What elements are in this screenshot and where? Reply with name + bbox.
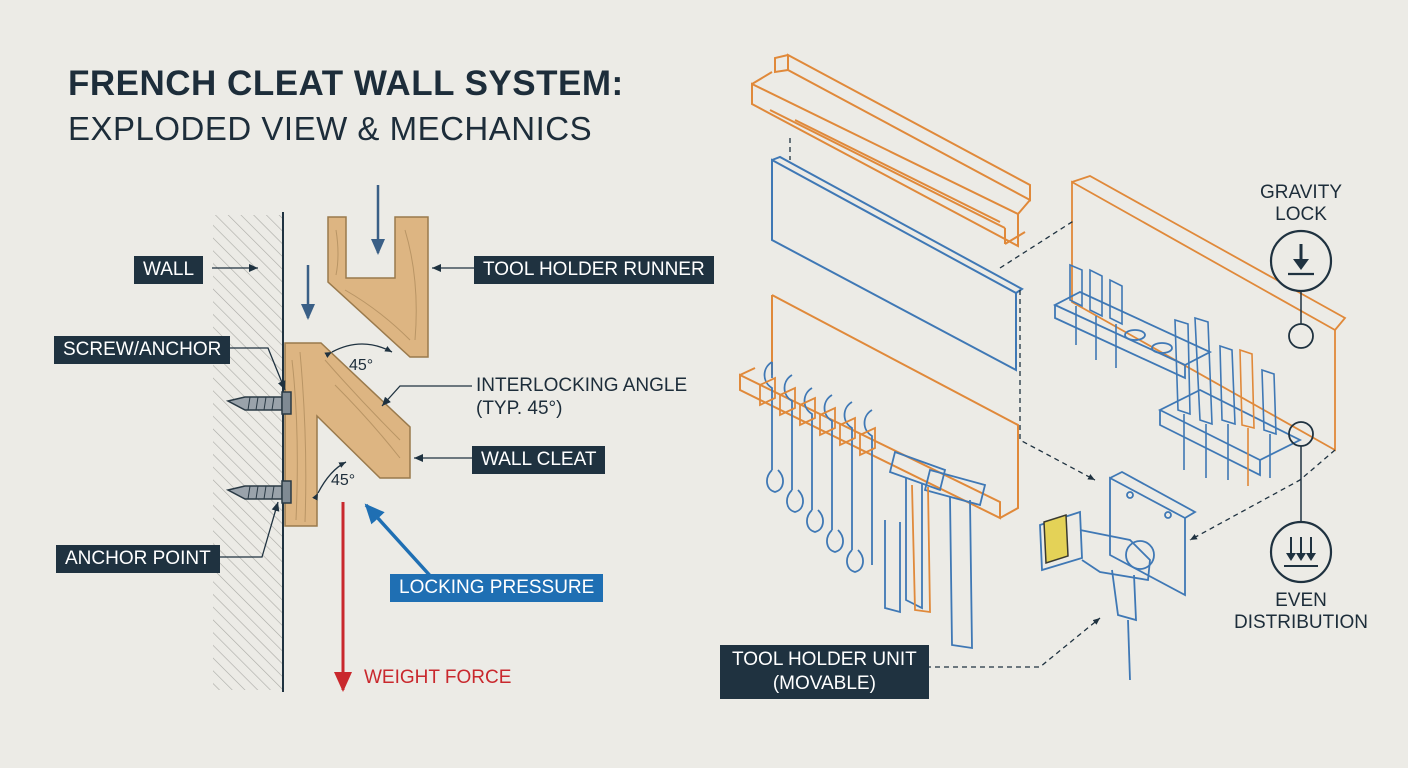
locking-pressure-label: LOCKING PRESSURE	[390, 574, 604, 602]
indicator-point	[1288, 421, 1314, 447]
page-title: FRENCH CLEAT WALL SYSTEM:	[68, 64, 624, 103]
screwdriver-icon	[1239, 348, 1255, 486]
upper-cleat-rail	[751, 53, 1031, 248]
screw-leader	[212, 347, 286, 391]
tool-holder-runner-label: TOOL HOLDER RUNNER	[474, 256, 714, 284]
screw-icon	[225, 480, 292, 504]
anchor-leader	[200, 501, 280, 558]
screwdriver-shelf	[1052, 290, 1303, 477]
dashed-connector	[1019, 290, 1096, 481]
angle-value-top: 45°	[349, 357, 374, 374]
wall-section	[213, 212, 284, 692]
interlocking-angle-label: INTERLOCKING ANGLE	[476, 375, 688, 396]
wrench-icon	[763, 361, 873, 573]
gravity-lock-label-line1: GRAVITY	[1260, 182, 1342, 203]
wall-cleat	[284, 342, 411, 527]
tool-holder-unit-label-line1: TOOL HOLDER UNIT	[732, 649, 917, 670]
tool-holder-unit-label-line2: (MOVABLE)	[772, 673, 876, 694]
screw-anchor-label: SCREW/ANCHOR	[54, 336, 231, 364]
page-subtitle: EXPLODED VIEW & MECHANICS	[68, 110, 593, 147]
gravity-lock-label: GRAVITY LOCK	[1251, 182, 1351, 226]
angle-leader	[381, 385, 472, 407]
drill-battery	[1043, 513, 1069, 565]
screw-icon	[225, 391, 292, 415]
wall-board	[771, 155, 1024, 372]
lower-rail-hooks	[759, 376, 876, 457]
angle-arc-bottom	[312, 461, 347, 501]
even-distribution-label: EVEN DISTRIBUTION	[1231, 590, 1371, 634]
wall-cleat-label: WALL CLEAT	[472, 446, 606, 474]
anchor-point-label: ANCHOR POINT	[56, 545, 220, 573]
gravity-lock-icon	[1269, 229, 1333, 293]
weight-force-label: WEIGHT FORCE	[364, 667, 512, 688]
dashed-connector	[908, 617, 1101, 668]
angle-value-bottom: 45°	[331, 472, 356, 489]
gravity-lock-label-line2: LOCK	[1275, 204, 1327, 225]
tool-holder-unit-label: TOOL HOLDER UNIT (MOVABLE)	[720, 645, 929, 699]
even-distribution-label-line2: DISTRIBUTION	[1233, 612, 1369, 633]
screwdriver-icon	[1069, 263, 1277, 480]
even-distribution-icon	[1269, 520, 1333, 584]
even-distribution-label-line1: EVEN	[1275, 590, 1327, 611]
dashed-connector	[1189, 449, 1336, 541]
indicator-point	[1288, 323, 1314, 349]
hammer-icon	[884, 450, 987, 650]
interlocking-angle-sublabel: (TYP. 45°)	[476, 398, 563, 419]
angle-arc-top	[324, 343, 393, 358]
tool-holder-runner	[327, 216, 429, 358]
dashed-connector	[999, 219, 1076, 269]
lower-cleat-rail	[739, 294, 1019, 520]
locking-pressure-arrow-icon	[364, 503, 436, 582]
drill-mount-bracket	[1109, 470, 1197, 597]
hammer-icon	[911, 484, 931, 614]
wall-label: WALL	[134, 256, 204, 284]
